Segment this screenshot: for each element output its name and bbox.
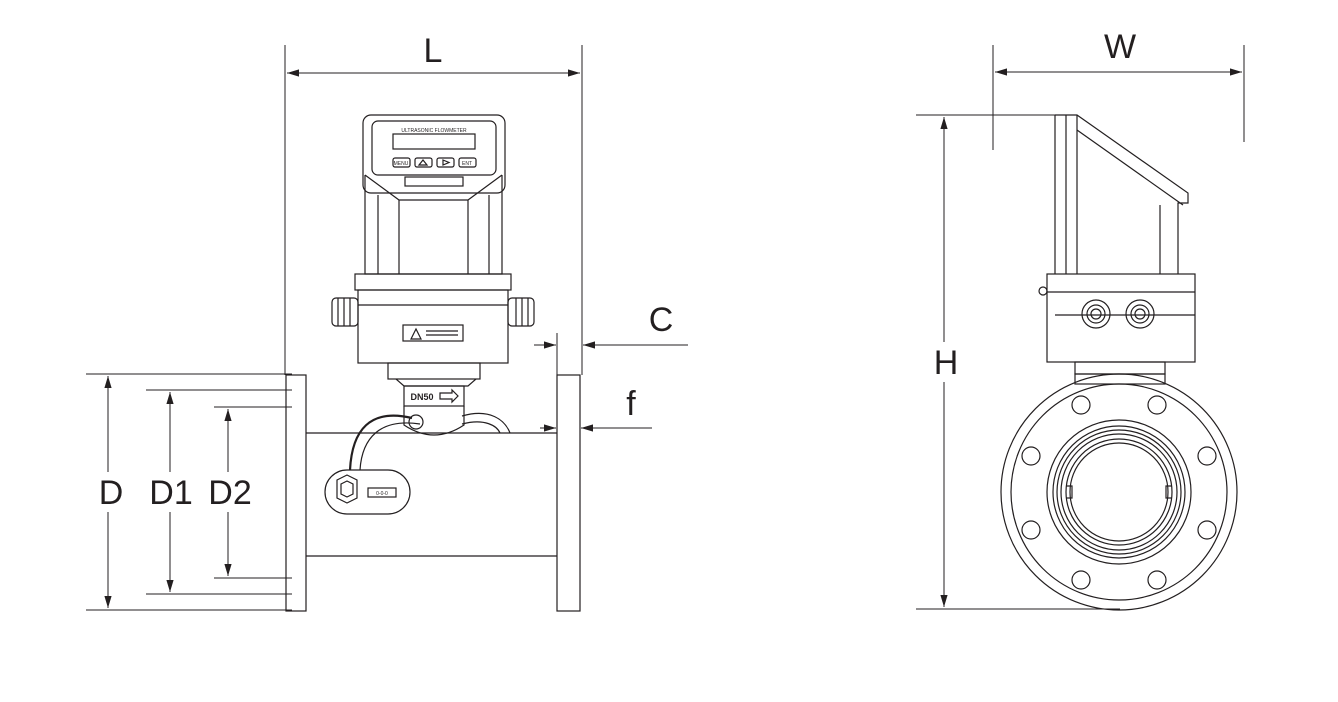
left-cable-gland	[331, 297, 359, 327]
right-arrow-icon	[442, 159, 451, 166]
width-label: W	[1104, 28, 1136, 66]
front-view: L D D1 D2 0-0-0	[86, 32, 688, 612]
sensor-tag-plate	[367, 487, 397, 498]
enter-key	[458, 157, 477, 168]
sensor-housing	[324, 469, 411, 515]
right-key	[436, 157, 455, 168]
side-view: W H	[916, 28, 1245, 611]
housing-block-side	[1046, 273, 1196, 363]
display-head	[362, 114, 506, 194]
right-gland-front	[1125, 299, 1155, 329]
right-cable	[461, 412, 511, 434]
menu-key-label: MENU	[394, 161, 409, 167]
left-gland-front	[1081, 299, 1111, 329]
neck-collar	[387, 362, 481, 380]
display-nameplate	[404, 176, 464, 187]
display-head-side	[1055, 114, 1189, 274]
bolt-hole	[1197, 446, 1217, 466]
left-flange	[285, 374, 307, 612]
sensor-cable-upper-inner	[359, 422, 421, 471]
enter-key-label: ENT	[462, 161, 472, 167]
left-transducer-port	[1066, 485, 1073, 499]
pipe-bore	[1065, 438, 1173, 546]
neck-band	[403, 385, 465, 407]
left-gland-front-inner	[1086, 304, 1106, 324]
liner-outer	[1056, 429, 1182, 555]
display-panel	[371, 120, 497, 176]
housing-base	[357, 289, 509, 364]
neck-taper	[395, 378, 477, 387]
bolt-hole	[1021, 520, 1041, 540]
display-title: ULTRASONIC FLOWMETER	[401, 128, 467, 134]
display-side-bevel	[1076, 129, 1184, 206]
lcd-screen	[392, 133, 476, 150]
bolt-hole	[1021, 446, 1041, 466]
pipe-tag: DN50	[410, 392, 433, 402]
left-gland-front-core	[1090, 308, 1102, 320]
right-cable-inner	[461, 421, 501, 434]
flange-face	[1000, 373, 1238, 611]
bolt-hole	[1147, 395, 1167, 415]
right-gland-front-inner	[1130, 304, 1150, 324]
housing-shoulder	[364, 174, 503, 201]
bolt-hole	[1147, 570, 1167, 590]
up-arrow-icon	[417, 159, 429, 166]
neck-screw	[408, 414, 424, 430]
flange-raised-face-inner	[1052, 425, 1186, 559]
sensor-nut-icon	[336, 474, 358, 504]
sensor-nut-inner	[340, 480, 354, 498]
sensor-cable-upper	[348, 414, 413, 471]
warning-label-plate	[402, 324, 464, 342]
bolt-hole	[1197, 520, 1217, 540]
neck-stem	[403, 406, 465, 436]
bolt-hole	[1071, 395, 1091, 415]
liner-inner	[1060, 433, 1178, 551]
neck-side	[1074, 361, 1166, 375]
d-label: D	[99, 474, 124, 512]
side-latch	[1038, 286, 1048, 296]
height-label: H	[934, 344, 959, 382]
warning-triangle-icon	[410, 327, 422, 340]
right-flange	[556, 374, 581, 612]
pipe-bore-inner	[1069, 442, 1169, 542]
length-label: L	[424, 32, 443, 70]
f-label: f	[626, 385, 636, 423]
flange-face-chamfer	[1010, 383, 1228, 601]
menu-key	[392, 157, 411, 168]
right-transducer-port	[1165, 485, 1172, 499]
d1-label: D1	[149, 474, 192, 512]
d2-label: D2	[208, 474, 251, 512]
c-label: C	[649, 301, 674, 339]
up-key	[414, 157, 433, 168]
right-gland-front-core	[1134, 308, 1146, 320]
bolt-hole	[1071, 570, 1091, 590]
right-cable-gland	[507, 297, 535, 327]
sensor-tag: 0-0-0	[376, 491, 388, 497]
flange-raised-face	[1046, 419, 1192, 565]
housing-mid-band	[354, 273, 512, 291]
flow-direction-arrow-icon	[439, 388, 459, 404]
housing-body	[364, 175, 503, 275]
